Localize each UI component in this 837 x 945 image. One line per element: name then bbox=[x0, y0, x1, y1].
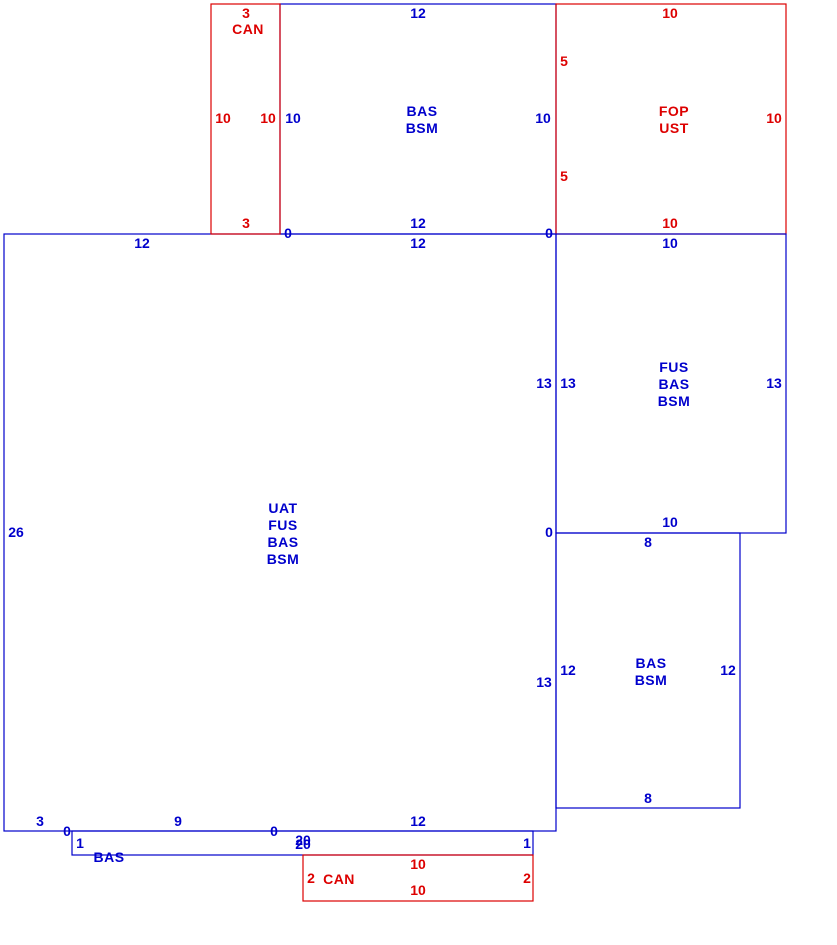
dimension-label: 5 bbox=[560, 168, 568, 184]
dimension-label: 8 bbox=[644, 790, 652, 806]
room-label-top-right-fop: UST bbox=[659, 120, 689, 136]
room-label-large-left: UAT bbox=[268, 500, 297, 516]
dimension-label: 10 bbox=[766, 110, 782, 126]
room-label-top-middle: BSM bbox=[406, 120, 439, 136]
dimension-label: 1 bbox=[76, 835, 84, 851]
dimension-label: 0 bbox=[284, 225, 292, 241]
room-label-middle-right: BSM bbox=[658, 393, 691, 409]
dimension-label: 10 bbox=[662, 235, 678, 251]
room-label-middle-right: FUS bbox=[659, 359, 689, 375]
dimension-label: 12 bbox=[410, 5, 426, 21]
dimension-label: 13 bbox=[536, 674, 552, 690]
dimension-label: 12 bbox=[410, 235, 426, 251]
dimension-label: 13 bbox=[766, 375, 782, 391]
room-label-middle-right: BAS bbox=[658, 376, 689, 392]
dimension-label: 20 bbox=[295, 832, 311, 848]
dimension-label: 0 bbox=[63, 823, 71, 839]
dimension-label: 3 bbox=[242, 5, 250, 21]
dimension-label: 2 bbox=[523, 870, 531, 886]
room-label-large-left: FUS bbox=[268, 517, 298, 533]
dimension-label: 12 bbox=[134, 235, 150, 251]
room-label-top-left-can: CAN bbox=[232, 21, 264, 37]
room-bottom-can bbox=[302, 854, 534, 902]
room-bottom-right bbox=[555, 532, 741, 809]
dimension-label: 10 bbox=[215, 110, 231, 126]
dimension-label: 13 bbox=[560, 375, 576, 391]
dimension-label: 8 bbox=[644, 534, 652, 550]
room-label-bottom-right: BAS bbox=[635, 655, 666, 671]
dimension-label: 2 bbox=[307, 870, 315, 886]
dimension-label: 20 bbox=[295, 836, 311, 852]
room-label-bottom-can: CAN bbox=[323, 871, 355, 887]
room-label-large-left: BAS bbox=[267, 534, 298, 550]
room-label-large-left: BSM bbox=[267, 551, 300, 567]
dimension-label: 12 bbox=[560, 662, 576, 678]
dimension-label: 3 bbox=[242, 215, 250, 231]
dimension-label: 13 bbox=[536, 375, 552, 391]
dimension-label: 10 bbox=[410, 882, 426, 898]
room-label-top-middle: BAS bbox=[406, 103, 437, 119]
dimension-label: 10 bbox=[260, 110, 276, 126]
dimension-label: 10 bbox=[410, 856, 426, 872]
room-label-bottom-strip: BAS bbox=[93, 849, 124, 865]
dimension-label: 0 bbox=[545, 524, 553, 540]
dimension-label: 3 bbox=[36, 813, 44, 829]
dimension-label: 10 bbox=[662, 215, 678, 231]
room-top-left-can bbox=[210, 3, 281, 235]
dimension-label: 5 bbox=[560, 53, 568, 69]
dimension-label: 12 bbox=[410, 813, 426, 829]
dimension-label: 1 bbox=[523, 835, 531, 851]
dimension-label: 10 bbox=[662, 514, 678, 530]
dimension-label: 0 bbox=[545, 225, 553, 241]
dimension-label: 0 bbox=[270, 823, 278, 839]
room-top-middle bbox=[279, 3, 557, 235]
room-label-bottom-right: BSM bbox=[635, 672, 668, 688]
room-label-top-right-fop: FOP bbox=[659, 103, 689, 119]
dimension-label: 9 bbox=[174, 813, 182, 829]
room-top-right-fop bbox=[555, 3, 787, 235]
dimension-label: 12 bbox=[720, 662, 736, 678]
dimension-label: 10 bbox=[662, 5, 678, 21]
dimension-label: 10 bbox=[535, 110, 551, 126]
dimension-label: 10 bbox=[285, 110, 301, 126]
dimension-label: 12 bbox=[410, 215, 426, 231]
dimension-label: 26 bbox=[8, 524, 24, 540]
